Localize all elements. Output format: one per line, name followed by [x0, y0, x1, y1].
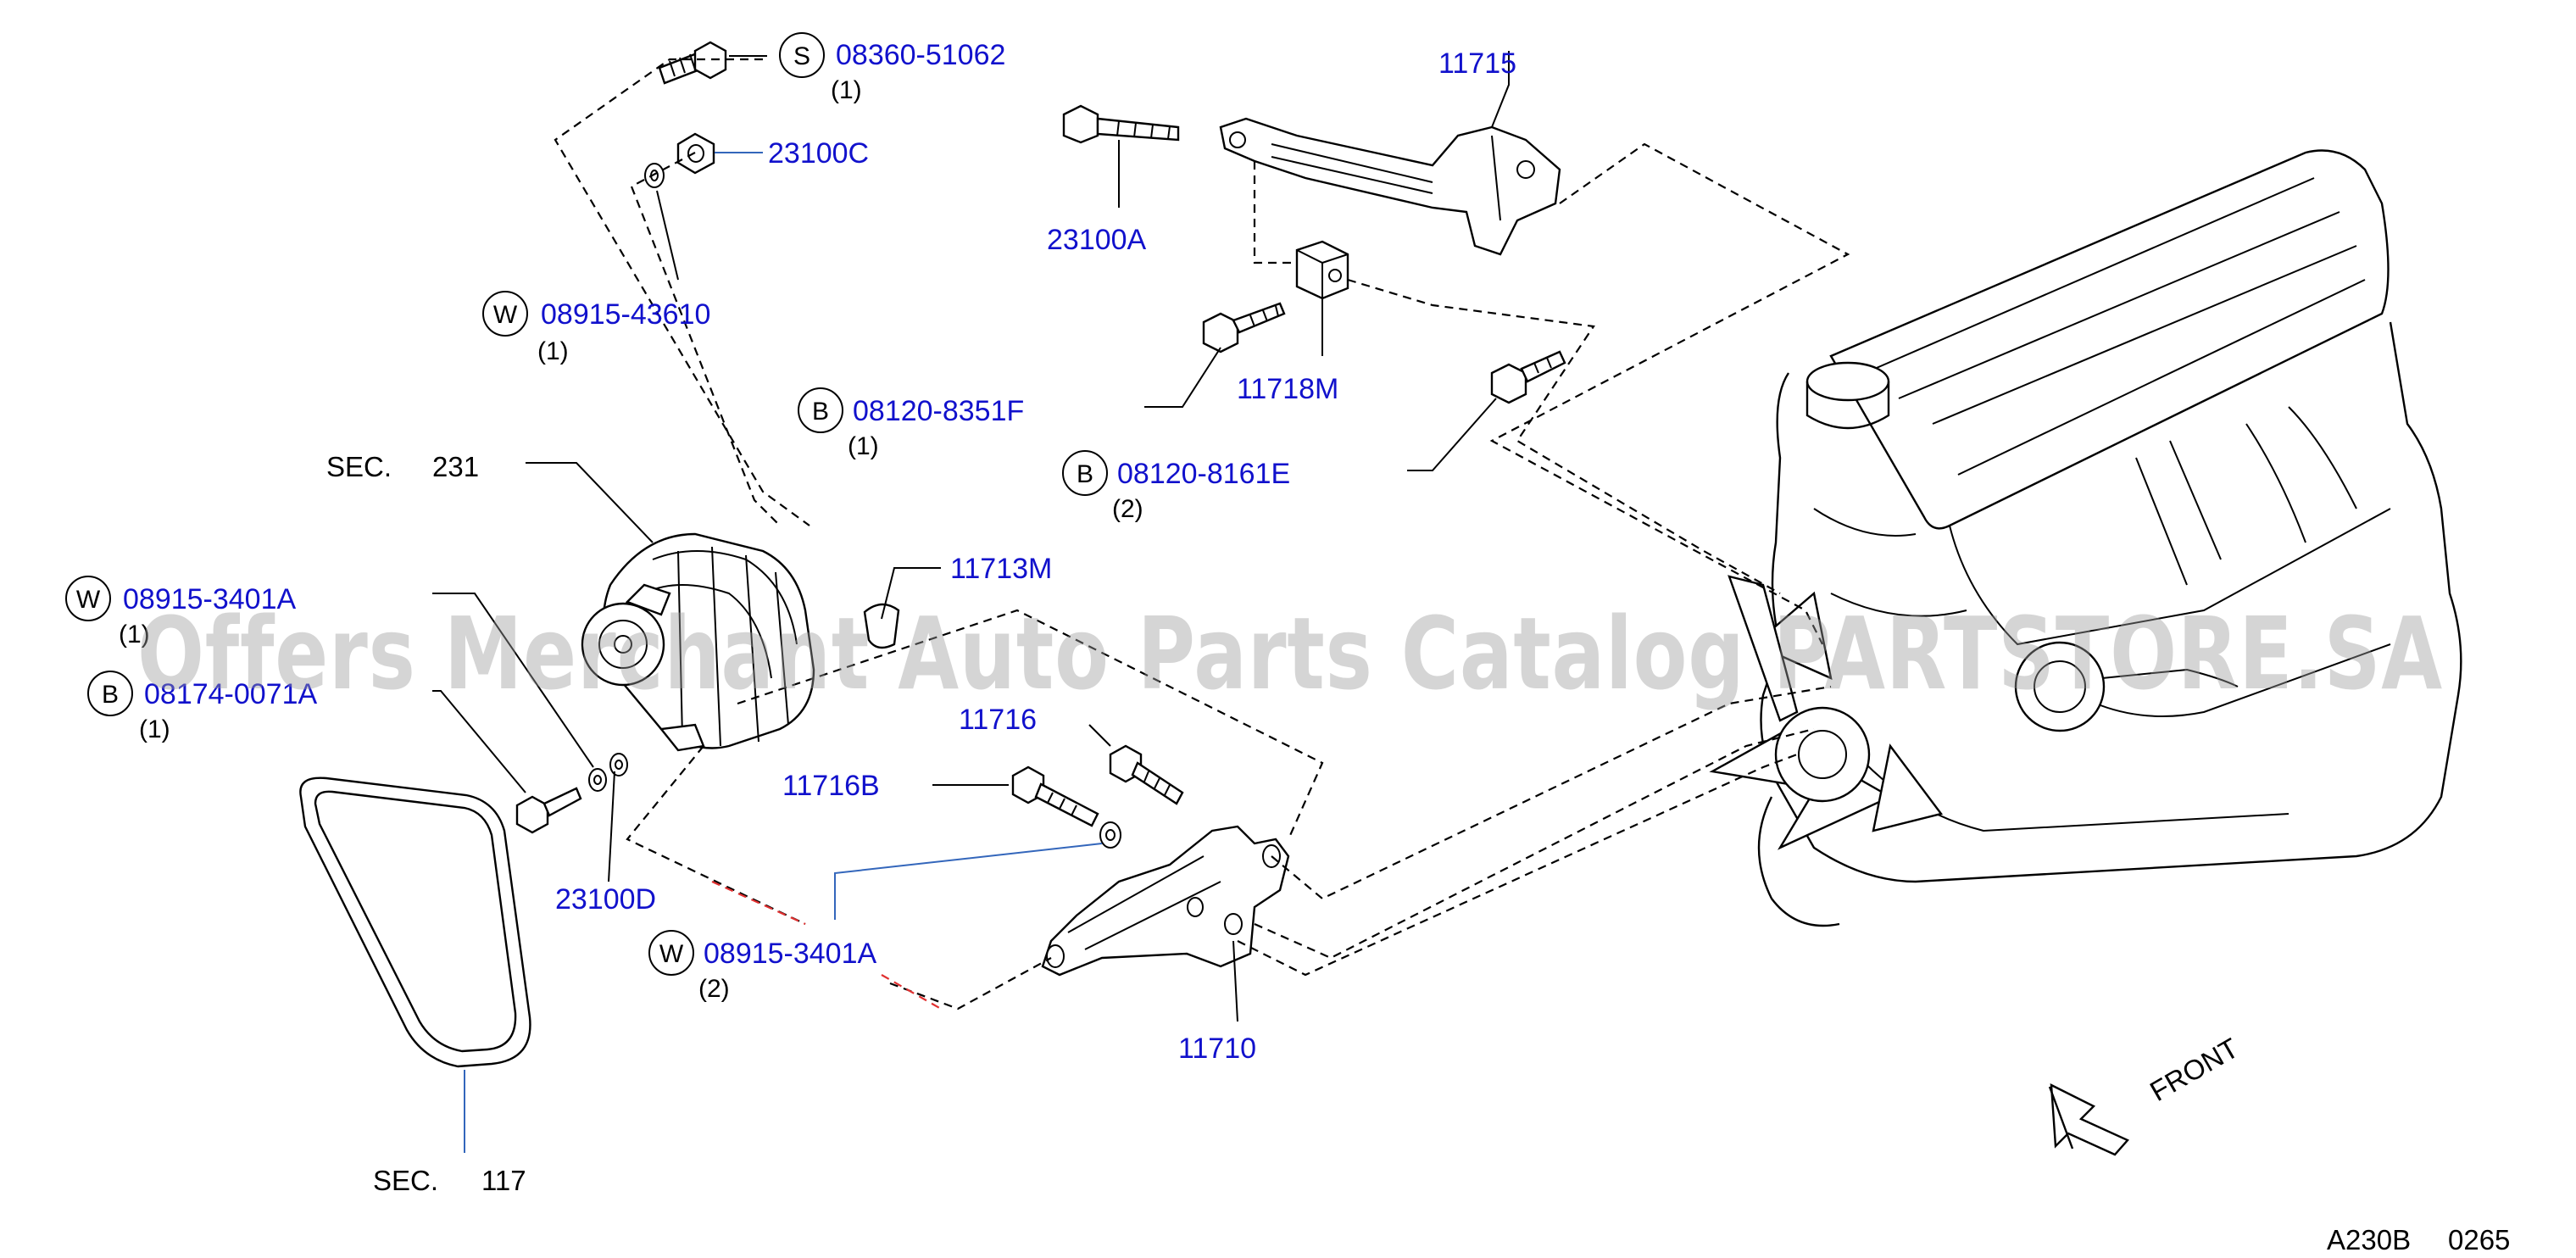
washer-letter-w1: W	[493, 301, 518, 329]
leader-lines	[432, 51, 1510, 1153]
part-11716[interactable]: 11716	[959, 704, 1037, 736]
qty-08915-43610: (1)	[537, 337, 569, 365]
part-08915-3401A-bottom[interactable]: 08915-3401A	[704, 938, 877, 970]
bolt-letter-b2: B	[1077, 460, 1093, 488]
section-231-number: 231	[432, 451, 479, 482]
assembly-guide-lines	[554, 58, 1850, 1010]
part-08915-43610[interactable]: 08915-43610	[541, 298, 710, 331]
diagram-code: A230B	[2327, 1224, 2411, 1255]
bolt-letter-b3: B	[102, 681, 119, 709]
screw-letter-s: S	[793, 42, 810, 70]
part-11715[interactable]: 11715	[1438, 47, 1516, 80]
part-08915-3401A-left[interactable]: 08915-3401A	[123, 583, 297, 615]
top-fasteners-illustration	[644, 41, 727, 188]
section-231-prefix: SEC.	[326, 451, 392, 482]
part-23100A[interactable]: 23100A	[1047, 224, 1147, 256]
adjusting-bracket-illustration	[1062, 104, 1566, 404]
qty-08174-0071A: (1)	[139, 715, 170, 743]
qty-08915-3401A-bottom: (2)	[698, 975, 730, 1003]
part-11710[interactable]: 11710	[1178, 1033, 1256, 1065]
v-belt-illustration	[299, 777, 531, 1068]
alternator-illustration	[515, 532, 900, 834]
washer-letter-w3: W	[659, 940, 684, 968]
part-08174-0071A[interactable]: 08174-0071A	[144, 678, 318, 710]
part-11718M[interactable]: 11718M	[1237, 373, 1338, 405]
part-11713M[interactable]: 11713M	[950, 553, 1052, 585]
diagram-page: 0265	[2448, 1224, 2510, 1255]
part-23100C[interactable]: 23100C	[768, 137, 869, 170]
qty-08120-8351F: (1)	[848, 432, 879, 460]
front-label: FRONT	[2145, 1032, 2244, 1107]
part-08120-8351F[interactable]: 08120-8351F	[853, 395, 1024, 427]
part-08360-51062[interactable]: 08360-51062	[836, 39, 1005, 71]
qty-08120-8161E: (2)	[1112, 495, 1143, 523]
washer-letter-w2: W	[76, 586, 101, 614]
watermark: Offers Merchant Auto Parts Catalog PARTS…	[137, 595, 2443, 712]
qty-08915-3401A-left: (1)	[119, 621, 150, 648]
section-117-number: 117	[481, 1165, 526, 1196]
part-08120-8161E[interactable]: 08120-8161E	[1117, 458, 1290, 490]
part-11716B[interactable]: 11716B	[782, 770, 880, 802]
main-bracket-illustration	[1011, 744, 1290, 977]
bolt-letter-b1: B	[812, 398, 829, 426]
qty-08360-51062: (1)	[831, 76, 862, 104]
section-117-prefix: SEC.	[373, 1165, 438, 1196]
part-23100D[interactable]: 23100D	[555, 883, 656, 916]
front-arrow-icon	[2048, 1083, 2129, 1156]
engine-illustration	[1709, 149, 2462, 927]
